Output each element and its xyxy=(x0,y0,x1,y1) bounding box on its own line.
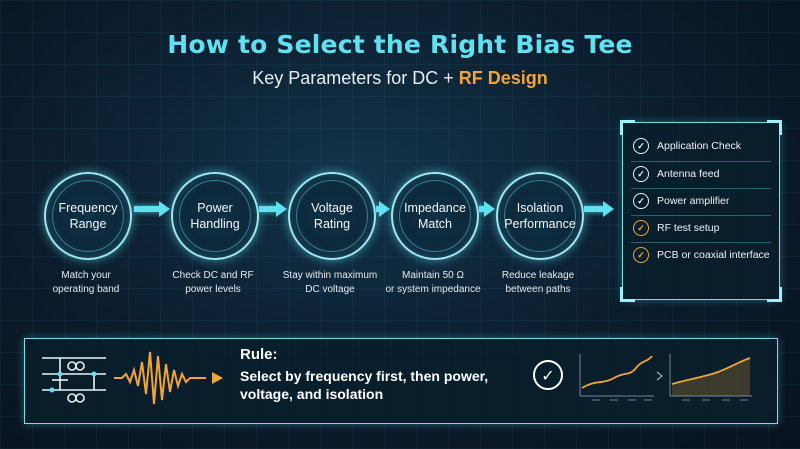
check-circle-icon: ✓ xyxy=(633,138,649,154)
trend-chart-icon xyxy=(669,354,752,401)
check-circle-icon: ✓ xyxy=(533,360,563,390)
flow-arrow-icon xyxy=(134,201,170,217)
step-description: Reduce leakage between paths xyxy=(501,270,575,295)
step-description: Stay within maximum DC voltage xyxy=(282,270,378,295)
circuit-schematic-icon xyxy=(42,357,106,403)
checklist-label: Application Check xyxy=(657,140,742,152)
play-arrow-icon xyxy=(212,372,223,384)
checklist-label: Power amplifier xyxy=(657,195,730,207)
subtitle-highlight: RF Design xyxy=(458,68,548,88)
flow-arrow-icon xyxy=(376,201,390,217)
divider xyxy=(631,215,771,216)
rule-title: Rule: xyxy=(240,346,278,363)
step-description: Maintain 50 Ω or system impedance xyxy=(385,270,481,295)
step-impedance-match: Impedance Match xyxy=(391,172,479,260)
divider xyxy=(631,242,771,243)
check-circle-icon: ✓ xyxy=(633,220,649,236)
checklist-item: ✓ Power amplifier xyxy=(633,191,729,211)
step-power-handling: Power Handling xyxy=(171,172,259,260)
step-description: Check DC and RF power levels xyxy=(172,270,254,295)
step-label: Isolation Performance xyxy=(504,201,576,231)
step-voltage-rating: Voltage Rating xyxy=(288,172,376,260)
check-circle-icon: ✓ xyxy=(633,193,649,209)
step-label: Frequency Range xyxy=(58,201,118,231)
step-label: Impedance Match xyxy=(404,201,466,231)
application-check-panel: ✓ Application Check ✓ Antenna feed ✓ Pow… xyxy=(620,120,782,302)
checklist-label: RF test setup xyxy=(657,222,720,234)
step-description: Match your operating band xyxy=(52,270,120,295)
divider xyxy=(631,161,771,162)
check-circle-icon: ✓ xyxy=(633,247,649,263)
checklist-item: ✓ Application Check xyxy=(633,136,741,156)
checklist-label: PCB or coaxial interface xyxy=(657,249,770,261)
rf-waveform-icon xyxy=(114,351,206,405)
check-circle-icon: ✓ xyxy=(633,166,649,182)
page-title: How to Select the Right Bias Tee xyxy=(167,30,633,59)
flow-arrow-icon xyxy=(584,201,614,217)
trend-chart-icon xyxy=(579,354,654,401)
page-subtitle: Key Parameters for DC + RF Design xyxy=(0,68,800,89)
step-label: Voltage Rating xyxy=(311,201,353,231)
chevron-right-icon xyxy=(656,371,664,381)
checklist-label: Antenna feed xyxy=(657,168,720,180)
step-label: Power Handling xyxy=(190,201,240,231)
subtitle-prefix: Key Parameters for DC + xyxy=(252,68,459,88)
step-isolation-performance: Isolation Performance xyxy=(496,172,584,260)
checklist-item: ✓ RF test setup xyxy=(633,218,719,238)
flow-arrow-icon xyxy=(479,201,495,217)
flow-arrow-icon xyxy=(259,201,287,217)
checklist-item: ✓ Antenna feed xyxy=(633,164,719,184)
rule-text: Select by frequency first, then power, v… xyxy=(240,368,489,402)
step-frequency-range: Frequency Range xyxy=(44,172,132,260)
checklist-item: ✓ PCB or coaxial interface xyxy=(633,245,770,265)
divider xyxy=(631,188,771,189)
